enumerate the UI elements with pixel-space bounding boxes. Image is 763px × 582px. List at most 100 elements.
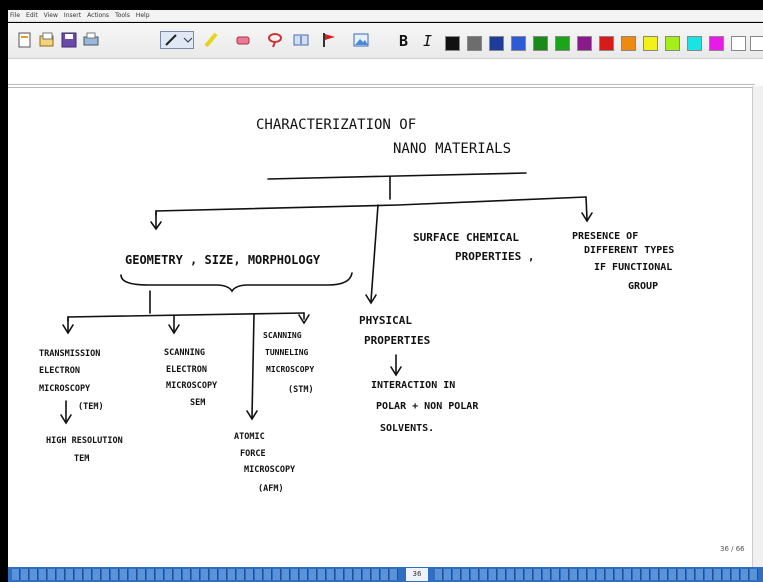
- page-slot[interactable]: [435, 569, 443, 580]
- page-slot[interactable]: [471, 569, 479, 580]
- page-slot[interactable]: [102, 569, 110, 580]
- page-slot[interactable]: [696, 569, 704, 580]
- page-slot[interactable]: [327, 569, 335, 580]
- page-slot[interactable]: [525, 569, 533, 580]
- pen-icon[interactable]: [160, 31, 194, 49]
- color-swatch-purple[interactable]: [577, 36, 592, 51]
- page-slot[interactable]: [228, 569, 236, 580]
- color-swatch-dark-blue[interactable]: [489, 36, 504, 51]
- page-slot[interactable]: [282, 569, 290, 580]
- page-slot[interactable]: [318, 569, 326, 580]
- menu-insert[interactable]: Insert: [63, 11, 82, 19]
- page-slot[interactable]: [615, 569, 623, 580]
- page-slot[interactable]: [516, 569, 524, 580]
- page-slot[interactable]: [678, 569, 686, 580]
- color-swatch-green[interactable]: [555, 36, 570, 51]
- page-slot[interactable]: [723, 569, 731, 580]
- page-slot[interactable]: [633, 569, 641, 580]
- menu-help[interactable]: Help: [135, 11, 150, 19]
- page-slot[interactable]: [336, 569, 344, 580]
- page-slot[interactable]: [741, 569, 749, 580]
- page-slot[interactable]: [606, 569, 614, 580]
- page-slot[interactable]: [462, 569, 470, 580]
- print-icon[interactable]: [82, 31, 100, 49]
- color-swatch-yellow[interactable]: [643, 36, 658, 51]
- page-slot[interactable]: [390, 569, 398, 580]
- color-swatch-dark-green[interactable]: [533, 36, 548, 51]
- page-slot[interactable]: [66, 569, 74, 580]
- color-swatch-gray[interactable]: [467, 36, 482, 51]
- page-slot[interactable]: [75, 569, 83, 580]
- color-swatch-black[interactable]: [445, 36, 460, 51]
- menu-actions[interactable]: Actions: [87, 11, 110, 19]
- page-slot[interactable]: [264, 569, 272, 580]
- page-slot[interactable]: [669, 569, 677, 580]
- italic-icon[interactable]: I: [418, 31, 436, 49]
- page-slot[interactable]: [192, 569, 200, 580]
- highlighter-icon[interactable]: [202, 31, 220, 49]
- page-slot[interactable]: [363, 569, 371, 580]
- page-slot[interactable]: [165, 569, 173, 580]
- color-swatch-red[interactable]: [599, 36, 614, 51]
- menu-view[interactable]: View: [43, 11, 58, 19]
- page-slot[interactable]: [57, 569, 65, 580]
- page-slot[interactable]: [138, 569, 146, 580]
- page-slot[interactable]: [552, 569, 560, 580]
- color-swatch-white[interactable]: [731, 36, 746, 51]
- current-page-label[interactable]: 36: [406, 568, 428, 581]
- page-slot[interactable]: [246, 569, 254, 580]
- page-slot[interactable]: [651, 569, 659, 580]
- open-icon[interactable]: [38, 31, 56, 49]
- page-slot[interactable]: [570, 569, 578, 580]
- page-slot[interactable]: [93, 569, 101, 580]
- color-swatch-lime[interactable]: [665, 36, 680, 51]
- image-icon[interactable]: [352, 31, 370, 49]
- menu-edit[interactable]: Edit: [26, 11, 38, 19]
- color-swatch-cyan[interactable]: [687, 36, 702, 51]
- page-slot[interactable]: [21, 569, 29, 580]
- page-slot[interactable]: [111, 569, 119, 580]
- page-slot[interactable]: [579, 569, 587, 580]
- page-slot[interactable]: [30, 569, 38, 580]
- page-slot[interactable]: [174, 569, 182, 580]
- page-slot[interactable]: [444, 569, 452, 580]
- page-slot[interactable]: [714, 569, 722, 580]
- page-slot[interactable]: [354, 569, 362, 580]
- page-slot[interactable]: [84, 569, 92, 580]
- page-slot[interactable]: [300, 569, 308, 580]
- page-thumbnail-bar[interactable]: 36: [8, 567, 763, 582]
- page-slot[interactable]: [687, 569, 695, 580]
- lasso-icon[interactable]: [266, 31, 284, 49]
- page-slot[interactable]: [597, 569, 605, 580]
- page-slot[interactable]: [534, 569, 542, 580]
- page-slot[interactable]: [291, 569, 299, 580]
- page-slot[interactable]: [183, 569, 191, 580]
- page-slot[interactable]: [237, 569, 245, 580]
- bold-icon[interactable]: B: [396, 31, 414, 49]
- page-slot[interactable]: [480, 569, 488, 580]
- page-slot[interactable]: [219, 569, 227, 580]
- color-swatch-blue[interactable]: [511, 36, 526, 51]
- page-slot[interactable]: [273, 569, 281, 580]
- new-page-icon[interactable]: [16, 31, 34, 49]
- menu-tools[interactable]: Tools: [115, 11, 130, 19]
- color-swatch-white-2[interactable]: [750, 36, 763, 51]
- note-canvas[interactable]: CHARACTERIZATION OF NANO MATERIALS GEOME…: [8, 59, 763, 567]
- page-slot[interactable]: [372, 569, 380, 580]
- page-slot[interactable]: [120, 569, 128, 580]
- page-slot[interactable]: [732, 569, 740, 580]
- page-slot[interactable]: [39, 569, 47, 580]
- page-slot[interactable]: [453, 569, 461, 580]
- menu-file[interactable]: File: [10, 11, 21, 19]
- page-slot[interactable]: [660, 569, 668, 580]
- page-slot[interactable]: [201, 569, 209, 580]
- page-slot[interactable]: [588, 569, 596, 580]
- page-slot[interactable]: [147, 569, 155, 580]
- page-slot[interactable]: [381, 569, 389, 580]
- page-slot[interactable]: [624, 569, 632, 580]
- page-slot[interactable]: [156, 569, 164, 580]
- insert-space-icon[interactable]: [292, 31, 310, 49]
- page-slot[interactable]: [489, 569, 497, 580]
- page-slot[interactable]: [12, 569, 20, 580]
- vertical-scrollbar[interactable]: [752, 86, 763, 567]
